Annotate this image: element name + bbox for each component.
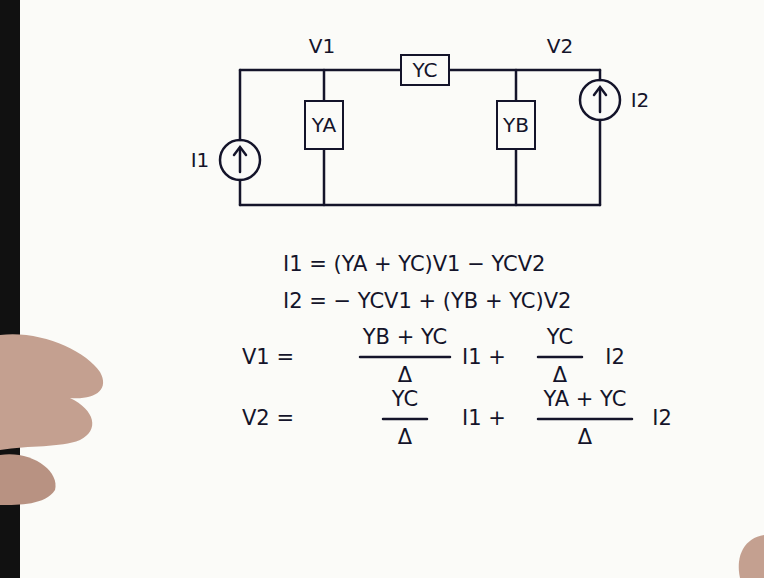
wire [324,150,516,205]
hand-shape [0,334,103,450]
equation-text: I2 [631,88,650,112]
wire [324,70,400,100]
equation-text: V2 = [242,407,294,430]
wire [240,204,324,207]
equation-text: YA + YC [544,388,627,411]
equation-text: YB + YC [363,326,448,349]
source-arrow [234,147,246,155]
equation-text: Δ [398,363,412,387]
equation-text: V1 = [242,345,294,369]
fraction-bar [360,356,450,359]
wire [450,70,516,100]
current-source-symbol [220,140,260,180]
wire [516,204,600,207]
equation-text: I1 = (YA + YC)V1 − YCV2 [283,252,545,276]
equation-text: V1 [309,34,335,58]
hand-shape [0,454,56,505]
source-arrow [599,88,602,112]
equation-text: YC [392,388,418,411]
equation-text: Δ [398,426,412,449]
equation-text: I2 [631,89,650,111]
current-source-symbol [580,80,620,120]
equation-text: I2 [605,346,625,369]
admittance-box: YA [304,100,344,150]
equation-text: I2 [652,406,672,430]
equation-text: V1 [309,35,335,57]
hand-shape [739,535,764,578]
equation-text: I2 = − YCV1 + (YB + YC)V2 [283,289,571,313]
admittance-label: YB [503,114,529,136]
equation-text: I2 [605,345,625,369]
equation-text: YB + YC [363,325,448,349]
equation-text: Δ [578,425,592,449]
equation-text: I1 [191,148,210,172]
wire [240,69,324,72]
equation-text: I2 [652,407,672,430]
equation-text: I1 + [462,346,506,369]
admittance-box: YB [496,100,536,150]
equation-text: Δ [578,426,592,449]
equation-text: YC [392,387,418,411]
fraction-bar [383,418,427,421]
equation-text: Δ [398,425,412,449]
equation-text: V1 = [242,346,294,369]
equation-text: V2 = [242,406,294,430]
wire [239,70,242,140]
source-arrow [239,148,242,172]
equation-text: Δ [553,364,567,387]
equation-text: V2 [547,34,573,58]
equation-text: YC [547,326,573,349]
admittance-label: YA [312,114,336,136]
equation-text: YA + YC [544,387,627,411]
admittance-box: YC [400,54,450,86]
fraction-bar [538,418,632,421]
equation-text: I2 = − YCV1 + (YB + YC)V2 [283,290,571,313]
equation-text: I1 [191,149,210,171]
wire [599,120,602,205]
equation-text: V2 [547,35,573,57]
source-arrow [594,87,606,95]
equation-text: YC [547,325,573,349]
wire [239,180,242,205]
fraction-bar [538,356,582,359]
wire [599,70,602,80]
equation-text: Δ [398,364,412,387]
equation-text: I1 + [462,406,506,430]
equation-text: Δ [553,363,567,387]
equation-text: I1 + [462,407,506,430]
admittance-label: YC [412,59,437,81]
wire [516,69,600,72]
equation-text: I1 = (YA + YC)V1 − YCV2 [283,253,545,276]
equation-text: I1 + [462,345,506,369]
